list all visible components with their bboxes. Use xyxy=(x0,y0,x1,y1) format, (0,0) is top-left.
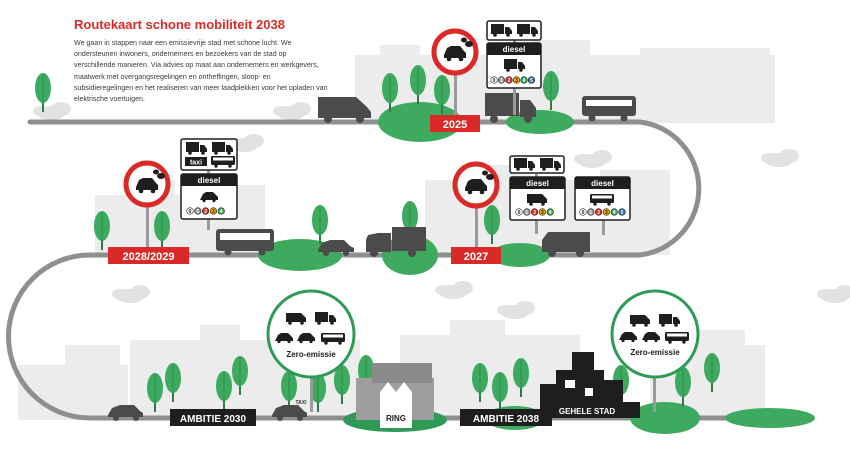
euro-class-0-label: 0 xyxy=(582,210,585,216)
euro-class-2-label: 2 xyxy=(597,210,600,216)
ambitie-2030-text: AMBITIE 2030 xyxy=(180,414,247,425)
euro-class-0-circle xyxy=(186,207,194,215)
truck-2025 xyxy=(485,93,536,123)
euro-class-4-label: 4 xyxy=(220,209,223,215)
euro-class-1-label: 1 xyxy=(196,209,199,215)
euro-class-0-circle xyxy=(490,76,498,84)
diesel-label-2028: diesel xyxy=(198,176,221,185)
car-2028 xyxy=(318,240,354,256)
milestone-2027-label: 2027 xyxy=(451,247,501,264)
euro-class-3-circle xyxy=(602,208,611,216)
euro-class-1-label: 1 xyxy=(589,210,592,216)
euro-class-0-label: 0 xyxy=(189,209,192,215)
euro-class-3-circle xyxy=(538,208,547,216)
intro-text: We gaan in stappen naar een emissievrije… xyxy=(74,39,328,104)
no-polluting-car-sign-2025 xyxy=(434,31,476,73)
euro-class-4-circle xyxy=(546,208,554,216)
euro-class-5-circle xyxy=(618,208,626,216)
euro-class-3-circle xyxy=(209,207,217,215)
zero-emission-sign-2030: Zero-emissie xyxy=(266,289,356,412)
euro-class-3-label: 3 xyxy=(515,78,518,84)
euro-class-4-label: 4 xyxy=(523,78,526,84)
euro-class-4-label: 4 xyxy=(613,210,616,216)
euro-class-1-circle xyxy=(194,207,202,215)
euro-class-3-label: 3 xyxy=(541,210,544,216)
vehicle-types-panel-2027 xyxy=(509,155,565,174)
euro-class-2-circle xyxy=(505,76,513,84)
page-title: Routekaart schone mobiliteit 2038 xyxy=(74,17,285,32)
diesel-label-2025: diesel xyxy=(503,45,526,54)
euro-class-3-label: 3 xyxy=(212,209,215,215)
euro-class-0-label: 0 xyxy=(493,78,496,84)
milestone-2025-text: 2025 xyxy=(443,119,467,131)
van-2027 xyxy=(542,232,590,257)
zero-emissie-label-2030: Zero-emissie xyxy=(286,350,336,359)
euro-class-1-circle xyxy=(497,76,506,84)
euro-class-3-label: 3 xyxy=(605,210,608,216)
euro-class-1-circle xyxy=(523,208,531,216)
zero-emissie-label-2038: Zero-emissie xyxy=(630,348,680,357)
taxi-2030 xyxy=(272,405,307,421)
truck-2028 xyxy=(366,227,426,257)
euro-class-3-circle xyxy=(512,76,521,84)
vehicle-types-panel-2025 xyxy=(486,20,542,41)
euro-class-0-circle xyxy=(579,208,587,216)
euro-class-2-label: 2 xyxy=(533,210,536,216)
euro-class-4-circle xyxy=(520,76,528,84)
milestone-2027-text: 2027 xyxy=(464,251,488,263)
euro-class-5-label: 5 xyxy=(530,78,533,84)
euro-class-2-circle xyxy=(202,207,210,215)
no-polluting-car-sign-2028 xyxy=(126,163,168,205)
bus-2025 xyxy=(582,96,636,122)
taxi-label-2028: taxi xyxy=(190,160,202,167)
euro-class-4-circle xyxy=(610,208,618,216)
car-2030 xyxy=(108,405,143,421)
roadmap-road xyxy=(6,119,778,421)
euro-class-2-label: 2 xyxy=(204,209,207,215)
ambitie-2038-label: AMBITIE 2038 xyxy=(460,409,552,426)
euro-class-1-label: 1 xyxy=(525,210,528,216)
euro-class-2-circle xyxy=(594,208,603,216)
no-polluting-car-sign-2027 xyxy=(455,164,497,206)
euro-class-2-circle xyxy=(530,208,539,216)
euro-class-4-circle xyxy=(217,207,225,215)
gehele-stad-label: GEHELE STAD xyxy=(559,407,616,416)
milestone-2025-label: 2025 xyxy=(430,115,480,132)
euro-class-5-circle xyxy=(527,76,536,84)
ambitie-2030-label: AMBITIE 2030 xyxy=(170,409,256,426)
milestone-2028-text: 2028/2029 xyxy=(123,251,175,263)
ring-label: RING xyxy=(386,414,406,423)
ambitie-2038-text: AMBITIE 2038 xyxy=(473,414,540,425)
milestone-2028-label: 2028/2029 xyxy=(108,247,189,264)
zero-emission-sign-2038: Zero-emissie xyxy=(610,289,700,412)
euro-class-1-label: 1 xyxy=(500,78,503,84)
euro-class-0-circle xyxy=(515,208,523,216)
euro-class-4-label: 4 xyxy=(549,210,552,216)
road-vehicles xyxy=(108,93,636,421)
diesel-label-2027-bus: diesel xyxy=(591,179,614,188)
diesel-label-2027: diesel xyxy=(526,179,549,188)
whole-city-zone: GEHELE STAD xyxy=(540,352,640,418)
ring-zone: RING xyxy=(343,363,447,432)
euro-class-1-circle xyxy=(587,208,595,216)
euro-class-2-label: 2 xyxy=(508,78,511,84)
euro-class-5-label: 5 xyxy=(621,210,624,216)
euro-class-0-label: 0 xyxy=(518,210,521,216)
van-2025 xyxy=(318,97,371,123)
taxi-roof-label: TAXI xyxy=(295,400,307,406)
bus-2028 xyxy=(216,229,274,256)
vehicle-types-panel-2028: taxi xyxy=(180,138,238,171)
